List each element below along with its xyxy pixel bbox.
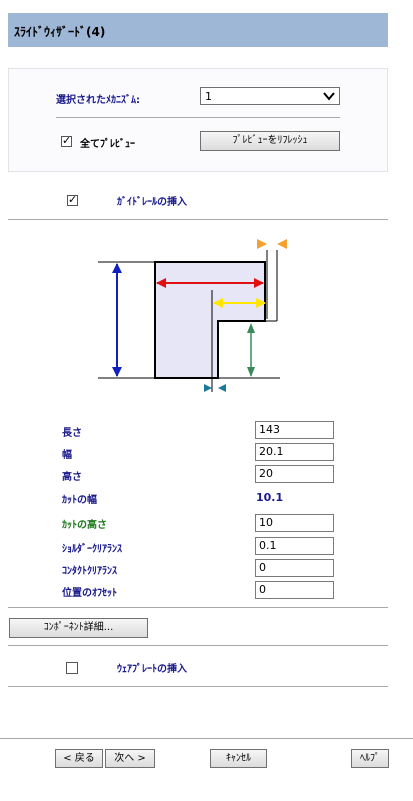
contact-clearance-field[interactable]: 0 [255, 559, 334, 577]
cut-height-arrow-down [247, 367, 255, 377]
length-arrow-down [112, 367, 122, 377]
shoulder-clearance-field[interactable]: 0.1 [255, 537, 334, 555]
position-offset-field[interactable]: 0 [255, 581, 334, 599]
next-button[interactable]: 次へ > [105, 749, 155, 768]
cut-width-value: 10.1 [256, 491, 284, 504]
width-label: 幅 [62, 450, 72, 461]
contact-clearance-label: ｺﾝﾀｸﾄｸﾘｱﾗﾝｽ [62, 566, 117, 577]
mechanism-label: 選択されたﾒｶﾆｽﾞﾑ: [56, 95, 140, 106]
shoulder-clearance-label: ｼｮﾙﾀﾞｰｸﾘｱﾗﾝｽ [62, 544, 122, 555]
back-button[interactable]: < 戻る [55, 749, 103, 768]
contact-clearance-arrow-right [218, 384, 226, 392]
guide-rail-label: ｶﾞｲﾄﾞﾚｰﾙの挿入 [117, 197, 187, 208]
cut-width-arrow-left [213, 298, 223, 308]
wear-plate-separator [8, 686, 388, 687]
cut-width-arrow-right [256, 298, 266, 308]
preview-all-checkbox[interactable] [61, 134, 72, 147]
help-button[interactable]: ﾍﾙﾌﾟ [351, 749, 389, 768]
mechanism-select-value: 1 [205, 90, 212, 103]
length-label: 長さ [62, 428, 82, 439]
width-field[interactable]: 20.1 [255, 443, 334, 461]
width-arrow-left [156, 278, 166, 288]
component-details-button[interactable]: ｺﾝﾎﾟｰﾈﾝﾄ詳細... [9, 618, 148, 638]
cut-height-arrow-up [247, 323, 255, 333]
length-field[interactable]: 143 [255, 421, 334, 439]
contact-clearance-arrow-left [204, 384, 212, 392]
params-separator [8, 607, 388, 608]
component-separator [8, 645, 388, 646]
mechanism-separator [56, 117, 340, 118]
shoulder-clearance-arrow-left [257, 239, 267, 249]
title-bar [8, 13, 388, 47]
position-offset-label: 位置のｵﾌｾｯﾄ [62, 588, 117, 599]
refresh-preview-button[interactable]: ﾌﾟﾚﾋﾞｭｰをﾘﾌﾚｯｼｭ [200, 131, 340, 151]
length-arrow-up [112, 263, 122, 273]
chevron-down-icon [323, 92, 335, 101]
mechanism-select[interactable]: 1 [200, 87, 340, 105]
slide-dimension-diagram [98, 239, 287, 392]
cut-height-label: ｶｯﾄの高さ [62, 520, 107, 531]
wear-plate-label: ｳｪｱﾌﾟﾚｰﾄの挿入 [117, 664, 187, 675]
wear-plate-checkbox[interactable] [66, 662, 78, 674]
page-title: ｽﾗｲﾄﾞｳｨｻﾞｰﾄﾞ(4) [14, 25, 106, 39]
mechanism-group [8, 68, 388, 172]
guide-rail-separator [8, 219, 388, 220]
cut-width-label: ｶｯﾄの幅 [62, 495, 97, 506]
guide-rail-checkbox[interactable] [67, 193, 78, 206]
cut-height-field[interactable]: 10 [255, 514, 334, 532]
height-field[interactable]: 20 [255, 465, 334, 483]
shoulder-clearance-arrow-right [277, 239, 287, 249]
width-arrow-right [254, 278, 264, 288]
height-label: 高さ [62, 472, 82, 483]
footer-separator [0, 738, 413, 739]
cancel-button[interactable]: ｷｬﾝｾﾙ [210, 749, 267, 768]
slide-body-shape [154, 261, 266, 379]
preview-all-label: 全てﾌﾟﾚﾋﾞｭｰ [80, 139, 135, 150]
